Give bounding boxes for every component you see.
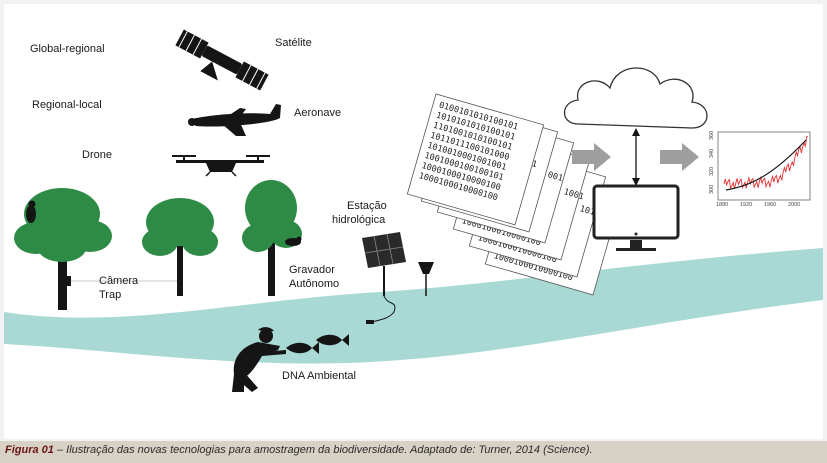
label-recorder-line1: Gravador [289,264,335,276]
figure-caption: Figura 01 – Ilustração das novas tecnolo… [5,444,593,456]
label-camera-trap-line2: Trap [99,289,121,301]
label-camera-trap-line1: Câmera [99,275,139,287]
label-drone: Drone [82,149,112,161]
autonomous-recorder-icon [285,236,302,246]
chart-series-line [723,135,809,190]
label-aircraft: Aeronave [294,107,341,119]
label-recorder-line2: Autônomo [289,278,339,290]
chart-xtick-1960: 1960 [764,202,776,208]
binary-data-stack: 1000100010000100101100010001000010010110… [406,93,623,296]
computer-monitor-icon [592,184,680,251]
binary-side-bits: 101 [578,204,596,218]
drone-icon [172,155,270,177]
tree-3 [242,180,302,296]
chart-ytick-340: 340 [709,149,715,158]
label-satellite: Satélite [275,37,312,49]
arrow-computer-to-chart [660,143,699,171]
chart-xtick-2000: 2000 [788,202,800,208]
cloud-icon [563,67,708,129]
cloud-computer-arrow [632,128,640,186]
label-station-line2: hidrológica [332,214,386,226]
label-global-regional: Global-regional [30,43,105,55]
camera-trap-icon [63,276,71,286]
person-sampling-icon [232,327,286,392]
chart-trend-line [725,139,807,191]
station-cable [371,295,396,323]
solar-panel-icon [362,232,406,296]
chart-ytick-300: 300 [709,185,715,194]
satellite-icon [175,29,269,91]
fish-icon [316,334,349,346]
label-regional-local: Regional-local [32,99,102,111]
river [4,248,823,364]
label-station-line1: Estação [347,200,387,212]
aircraft-icon [188,104,281,136]
chart-ytick-320: 320 [709,167,715,176]
binary-side-bits: 001 [546,170,564,184]
trend-chart: 1880 1920 1960 2000 360 340 320 300 [709,131,811,208]
chart-xtick-1880: 1880 [716,202,728,208]
caption-label: Figura 01 [5,444,54,456]
tree-1 [14,188,112,310]
water-sensor-icon [418,262,434,296]
binary-side-bits: 1 [530,159,538,170]
tree-2 [142,198,218,296]
underwater-probe [366,320,374,324]
fish-icon [286,342,319,354]
label-environmental-dna: DNA Ambiental [282,370,356,382]
arrow-data-to-computer [572,143,611,171]
caption-text: – Ilustração das novas tecnologias para … [53,444,593,456]
caption-bar: Figura 01 – Ilustração das novas tecnolo… [0,441,827,463]
binary-sheet: 0100101010100101101010101010010111010010… [406,93,545,226]
chart-ytick-360: 360 [709,131,715,140]
chart-xtick-1920: 1920 [740,202,752,208]
bird-icon [26,200,36,223]
